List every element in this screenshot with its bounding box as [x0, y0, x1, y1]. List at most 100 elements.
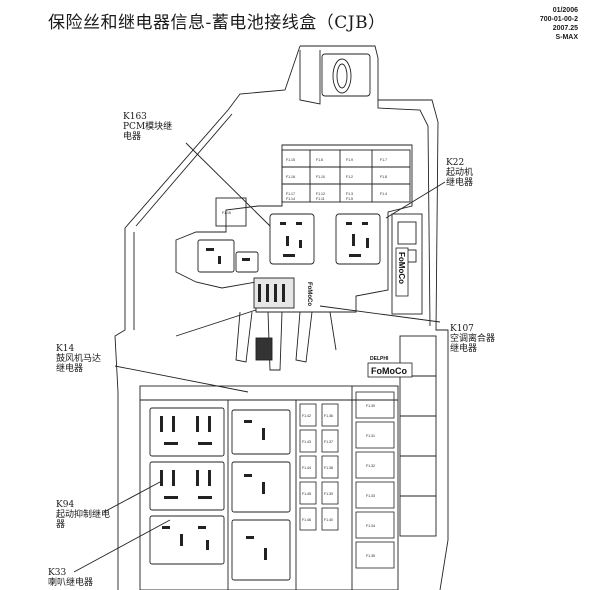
fuse-label: F1.35	[366, 554, 375, 558]
fuse-label: F1.15	[222, 211, 231, 215]
callout-k94: K94 起动抑制继电 器	[56, 500, 110, 530]
relay-pin-marks	[160, 222, 369, 560]
fuse-label: F1.36	[324, 414, 333, 418]
doc-vehicle: S-MAX	[555, 34, 578, 41]
fuse-label: F1.31	[366, 434, 375, 438]
fuse-label: F1.39	[324, 492, 333, 496]
leader-k33	[73, 519, 171, 573]
doc-number: 700-01-00-2	[539, 16, 578, 23]
fuse-label: F1.37	[324, 440, 333, 444]
fuse-label: F1.6	[316, 158, 323, 162]
relay-socket-mid-c	[231, 519, 291, 581]
fuse-label: F1.16	[286, 175, 295, 179]
brand-logo-upper: FoMoCo	[395, 247, 409, 297]
doc-date: 01/2006	[552, 7, 578, 14]
fuse-label: F1.44	[302, 466, 311, 470]
fuse-label: F1.33	[366, 494, 375, 498]
callout-k163: K163 PCM模块继 电器	[123, 112, 172, 142]
brand-logo-mid: FoMoCo	[306, 282, 312, 306]
doc-version: 2007.25	[552, 25, 578, 32]
fuse-label: F1.14	[286, 197, 295, 201]
delphi-stamp: DELPHI	[370, 356, 389, 362]
fomoco-logo-mid: FoMoCo	[306, 282, 312, 306]
leader-misc	[175, 309, 257, 337]
callout-k107: K107 空调离合器 继电器	[450, 324, 495, 354]
housing-inner	[133, 50, 431, 330]
page-title: 保险丝和继电器信息-蓄电池接线盒（CJB）	[48, 13, 386, 33]
fuse-label: F1.38	[324, 466, 333, 470]
leader-k107	[319, 305, 441, 323]
callout-code: K163	[123, 112, 147, 122]
callout-code: K94	[56, 500, 75, 510]
document-reference: 01/2006 700-01-00-2 2007.25 S-MAX	[498, 6, 578, 42]
housing-outline	[114, 45, 449, 590]
relay-socket-k22	[335, 213, 381, 265]
top-fuse-grid	[281, 149, 411, 203]
fuse-label: F1.46	[302, 518, 311, 522]
callout-text: PCM模块继	[123, 122, 173, 132]
fuse-cells	[299, 391, 395, 569]
lower-plug	[255, 337, 273, 361]
relay-socket-mid-b	[231, 461, 291, 513]
callout-text: 起动机	[446, 168, 474, 178]
fuse-label: F1.2	[346, 175, 353, 179]
leader-k22	[385, 181, 446, 219]
fuse-label: F1.8	[380, 175, 387, 179]
callout-text: 起动抑制继电	[56, 510, 111, 520]
fuse-label: F1.43	[302, 440, 311, 444]
upper-relay-block	[175, 144, 413, 313]
relay-socket-small-b	[235, 251, 259, 273]
callout-text: 继电器	[446, 178, 474, 188]
fuse-label: F1.12	[316, 192, 325, 196]
fuse-label: F1.40	[324, 518, 333, 522]
fuse-label: F1.10	[316, 175, 325, 179]
fuse-slot-left	[215, 197, 247, 227]
fuse-label: F1.32	[366, 464, 375, 468]
callout-k33: K33 喇叭继电器	[48, 568, 93, 588]
fuse-label: F1.5	[346, 197, 353, 201]
stacked-fuse-column	[399, 335, 437, 537]
callout-text: 继电器	[56, 364, 84, 374]
callout-code: K107	[450, 324, 474, 334]
leader-k163	[185, 142, 271, 227]
callout-text: 电器	[123, 132, 142, 142]
callout-k22: K22 起动机 继电器	[446, 158, 473, 188]
callout-text: 继电器	[450, 344, 478, 354]
fuse-label: F1.7	[380, 158, 387, 162]
relay-socket-k163	[269, 213, 315, 265]
callout-code: K14	[56, 344, 75, 354]
fuse-label: F1.45	[302, 492, 311, 496]
fuse-label: F1.9	[346, 158, 353, 162]
callout-text: 器	[56, 520, 66, 530]
fuse-label: F1.11	[316, 197, 325, 201]
callout-text: 鼓风机马达	[56, 354, 102, 364]
mounting-hole	[332, 58, 352, 94]
mid-fuse-labels: F1.42 F1.43 F1.44 F1.45 F1.46 F1.36 F1.3…	[302, 404, 375, 558]
fomoco-logo-lower: FoMoCo	[371, 366, 407, 376]
callout-k14: K14 鼓风机马达 继电器	[56, 344, 101, 374]
fuse-label: F1.34	[366, 524, 375, 528]
callout-code: K22	[446, 158, 465, 168]
fomoco-logo-upper: FoMoCo	[397, 252, 406, 284]
callout-text: 空调离合器	[450, 334, 496, 344]
leader-k14	[114, 365, 249, 393]
callout-text: 喇叭继电器	[48, 578, 94, 588]
mounting-lug	[321, 53, 371, 97]
fuse-label: F1.17	[286, 192, 295, 196]
callout-code: K33	[48, 568, 67, 578]
fuse-label: F1.30	[366, 404, 375, 408]
lower-fuse-block	[139, 385, 399, 590]
relay-socket-k33	[149, 515, 225, 565]
side-connector	[391, 213, 423, 315]
brand-logo-lower: DELPHI FoMoCo	[367, 356, 413, 378]
relay-socket-small-a	[197, 239, 235, 273]
fuse-label: F1.42	[302, 414, 311, 418]
fuse-label: F1.15	[286, 158, 295, 162]
relay-socket-mid-a	[231, 409, 291, 455]
relay-socket-k14	[149, 407, 225, 457]
fuse-label: F1.4	[380, 192, 387, 196]
top-grid-labels: F1.15 F1.6 F1.9 F1.7 F1.16 F1.10 F1.2 F1…	[222, 158, 387, 215]
leader-k94	[103, 481, 161, 513]
